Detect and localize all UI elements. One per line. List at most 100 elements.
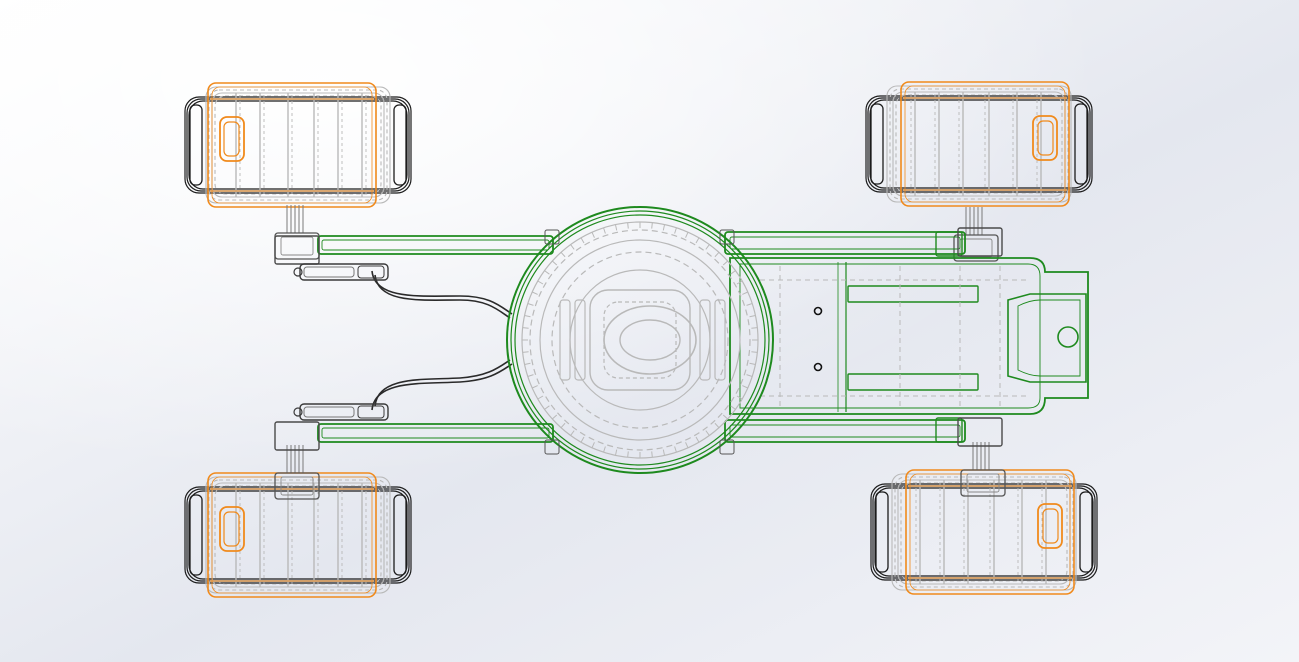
turret-gear-tooth — [522, 327, 529, 329]
main-chassis-plate-inner — [739, 263, 1041, 409]
wheel-hidden-body — [900, 482, 1068, 582]
turret-gear-tooth — [527, 374, 534, 377]
turret-motor — [603, 305, 697, 375]
hub-slot — [219, 506, 245, 552]
turret-gear-tooth — [522, 351, 529, 353]
arm-end-bracket — [935, 417, 963, 443]
turret-hidden-ring — [551, 251, 729, 429]
turret-gear-tooth — [560, 251, 566, 258]
turret-gear-tooth — [614, 449, 618, 456]
turret-gear-tooth — [627, 451, 629, 458]
turret-gear-tooth — [746, 374, 753, 377]
bolt-hole — [813, 362, 823, 372]
turret-gear-tooth — [742, 385, 749, 389]
turret-gear-tooth — [527, 303, 534, 306]
tire-outline — [869, 99, 1089, 189]
tire-outline — [188, 100, 408, 190]
arm-end-cap — [957, 227, 1003, 257]
lower-suspension-arm — [317, 423, 554, 443]
spindle-block — [960, 469, 1006, 497]
turret-gear-tooth — [627, 222, 629, 229]
turret-gear-tooth — [662, 224, 666, 231]
actuator-cylinder — [303, 406, 355, 418]
rear-left-wheel[interactable] — [184, 472, 412, 598]
turret-rib — [559, 299, 571, 381]
turret-ring[interactable] — [506, 206, 774, 474]
turret-outer-ring — [514, 214, 766, 466]
arm-end-cap — [274, 235, 320, 265]
turret-gear-tooth — [591, 231, 595, 238]
turret-hidden-ring — [539, 239, 741, 441]
spindle-block-inner — [280, 476, 314, 496]
wheel-hidden-body — [214, 485, 382, 585]
chassis-slot — [847, 285, 979, 303]
turret-gear-tooth — [749, 362, 756, 366]
wheel-hidden-body — [889, 88, 1069, 200]
turret-gear-tooth — [746, 303, 753, 306]
tire-tread — [1079, 491, 1093, 573]
lower-right-arm-inner — [729, 424, 961, 438]
tire-tread — [870, 103, 884, 185]
turret-gear-tooth — [695, 436, 700, 443]
tire-outline — [184, 486, 412, 584]
tire-outline — [865, 95, 1093, 193]
turret-gear-tooth — [570, 430, 575, 436]
turret-gear-tooth — [736, 280, 743, 285]
front-left-wheel[interactable] — [184, 82, 412, 208]
lower-suspension-arm-inner — [321, 427, 550, 439]
turret-gear-tooth — [531, 385, 538, 389]
turret-gear-tooth — [695, 237, 700, 244]
actuator-body — [299, 263, 389, 281]
tire-outline — [870, 483, 1098, 581]
turret-gear-tooth — [580, 237, 585, 244]
tire-tread — [189, 494, 203, 576]
hub-outline — [207, 82, 377, 208]
hub-outline — [900, 81, 1070, 207]
turret-motor-inner — [619, 319, 681, 361]
wheel-hidden-body — [214, 95, 382, 195]
hydraulic-hoses — [371, 270, 513, 411]
turret-outer-ring — [510, 210, 770, 470]
turret-gear-tooth — [651, 451, 653, 458]
hub-slot — [1032, 115, 1058, 161]
tire-tread — [875, 491, 889, 573]
tire-tread — [189, 104, 203, 186]
turret-gear-tooth — [531, 291, 538, 295]
turret-gear-tooth — [662, 449, 666, 456]
turret-gear-tooth — [603, 227, 606, 234]
hose-path — [371, 270, 513, 315]
front-right-wheel[interactable] — [865, 81, 1093, 207]
turret-hidden-ring — [529, 229, 751, 451]
hub-outline-inner — [211, 86, 373, 204]
hub-outline-inner — [904, 85, 1066, 203]
bolt-hole — [813, 306, 823, 316]
turret-gear-tooth — [742, 291, 749, 295]
front-clamp — [1007, 293, 1087, 383]
hydraulic-actuators[interactable] — [293, 263, 389, 421]
actuator-cylinder — [303, 266, 355, 278]
turret-gear-tooth — [537, 280, 544, 285]
arm-end-cap — [957, 417, 1003, 447]
turret-gear-tooth — [674, 227, 677, 234]
spindle-block-inner — [280, 236, 314, 256]
hub-slot — [1037, 503, 1063, 549]
turret-gear-tooth — [751, 351, 758, 353]
wheel-hidden-body — [895, 94, 1063, 194]
tire-outline — [184, 96, 412, 194]
chassis-slot — [847, 373, 979, 391]
tire-tread — [393, 494, 407, 576]
tire-tread — [1074, 103, 1088, 185]
upper-suspension-arm-inner — [321, 239, 550, 251]
spindle-block — [274, 472, 320, 500]
front-clamp-inner — [1017, 299, 1081, 377]
tire-outline — [874, 487, 1094, 577]
turret-gear-tooth — [722, 414, 729, 420]
turret-gear-tooth — [714, 422, 720, 429]
turret-outer-ring — [506, 206, 774, 474]
turret-gear-tooth — [730, 270, 736, 275]
turret-tab — [544, 229, 560, 245]
hose-path — [371, 363, 513, 411]
